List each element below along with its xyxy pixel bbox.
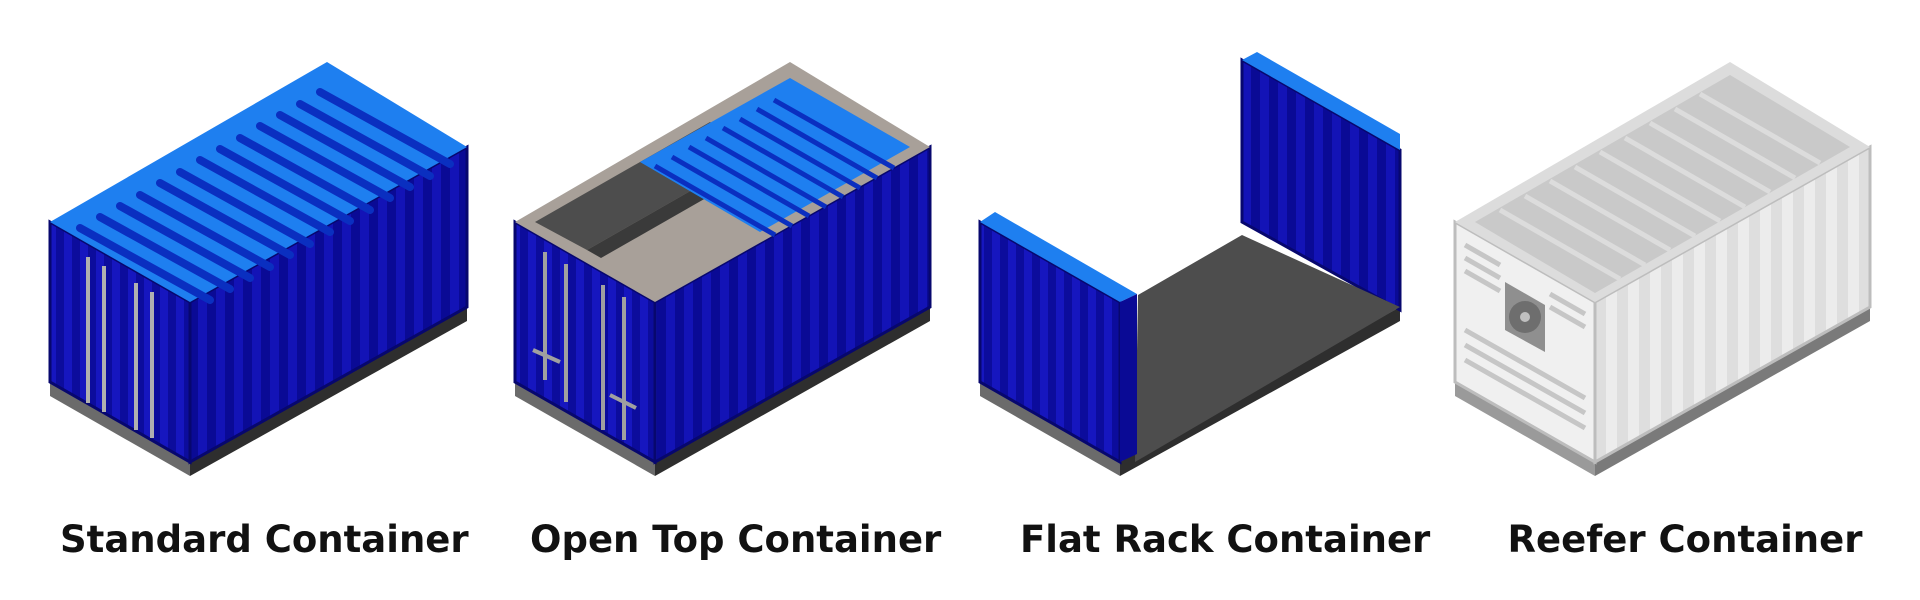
open-top-container-icon [513,62,932,476]
container-label-flat-rack: Flat Rack Container [1020,518,1431,561]
container-label-standard: Standard Container [60,518,469,561]
reefer-container-icon [1453,62,1872,476]
flat-rack-container-icon [978,52,1402,476]
container-label-reefer: Reefer Container [1507,518,1863,561]
container-label-open-top: Open Top Container [530,518,942,561]
standard-container-icon [48,62,469,476]
